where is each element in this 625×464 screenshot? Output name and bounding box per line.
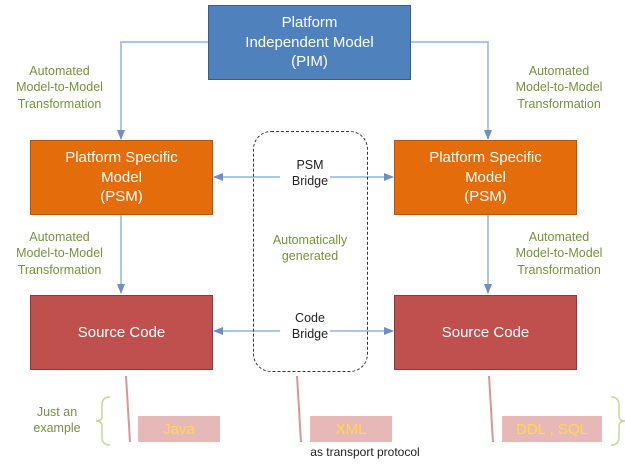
psm-left-line-2: Model [101, 168, 142, 186]
java-tag-label: Java [163, 420, 195, 438]
source-code-left-box: Source Code [30, 295, 213, 370]
psm-right-line-1: Platform Specific [429, 149, 542, 167]
left-brace [95, 396, 111, 446]
pim-to-psm-left-arrow [117, 41, 208, 140]
xml-tag-label: XML [335, 420, 367, 438]
transport-protocol-note: as transport protocol [310, 445, 420, 459]
xml-tag: XML [310, 416, 392, 442]
right-brace [610, 396, 625, 446]
source-code-right-label: Source Code [441, 323, 530, 341]
pim-to-psm-right-arrow [411, 41, 492, 140]
code-bridge-label: Code Bridge [291, 311, 329, 342]
ddl-sql-tag: DDL , SQL [502, 416, 602, 442]
java-tag: Java [138, 416, 220, 442]
pim-line-2: Independent Model [245, 33, 374, 51]
psm-left-box: Platform Specific Model (PSM) [30, 140, 213, 215]
transform-label-bottom-left: Automated Model-to-Model Transformation [16, 230, 103, 277]
pim-box: Platform Independent Model (PIM) [208, 5, 411, 80]
psm-left-line-3: (PSM) [100, 188, 143, 206]
pim-line-1: Platform [281, 14, 338, 32]
ddl-marker-stroke [488, 375, 494, 443]
psm-right-box: Platform Specific Model (PSM) [394, 140, 577, 215]
psm-bridge-label: PSM Bridge [291, 158, 329, 189]
psm-right-line-2: Model [465, 168, 506, 186]
psm-left-line-1: Platform Specific [65, 149, 178, 167]
source-code-right-box: Source Code [394, 295, 577, 370]
source-code-left-label: Source Code [77, 323, 166, 341]
transform-label-bottom-right: Automated Model-to-Model Transformation [515, 230, 603, 277]
auto-generated-label: Automatically generated [272, 233, 348, 264]
transform-label-top-left: Automated Model-to-Model Transformation [16, 64, 103, 111]
transform-label-top-right: Automated Model-to-Model Transformation [515, 64, 603, 111]
example-label: Just an example [33, 405, 81, 436]
pim-line-3: (PIM) [291, 53, 328, 71]
java-marker-stroke [125, 375, 131, 443]
ddl-sql-tag-label: DDL , SQL [516, 420, 588, 438]
xml-marker-stroke [296, 375, 302, 443]
psm-right-line-3: (PSM) [464, 188, 507, 206]
bridge-region [253, 131, 368, 372]
